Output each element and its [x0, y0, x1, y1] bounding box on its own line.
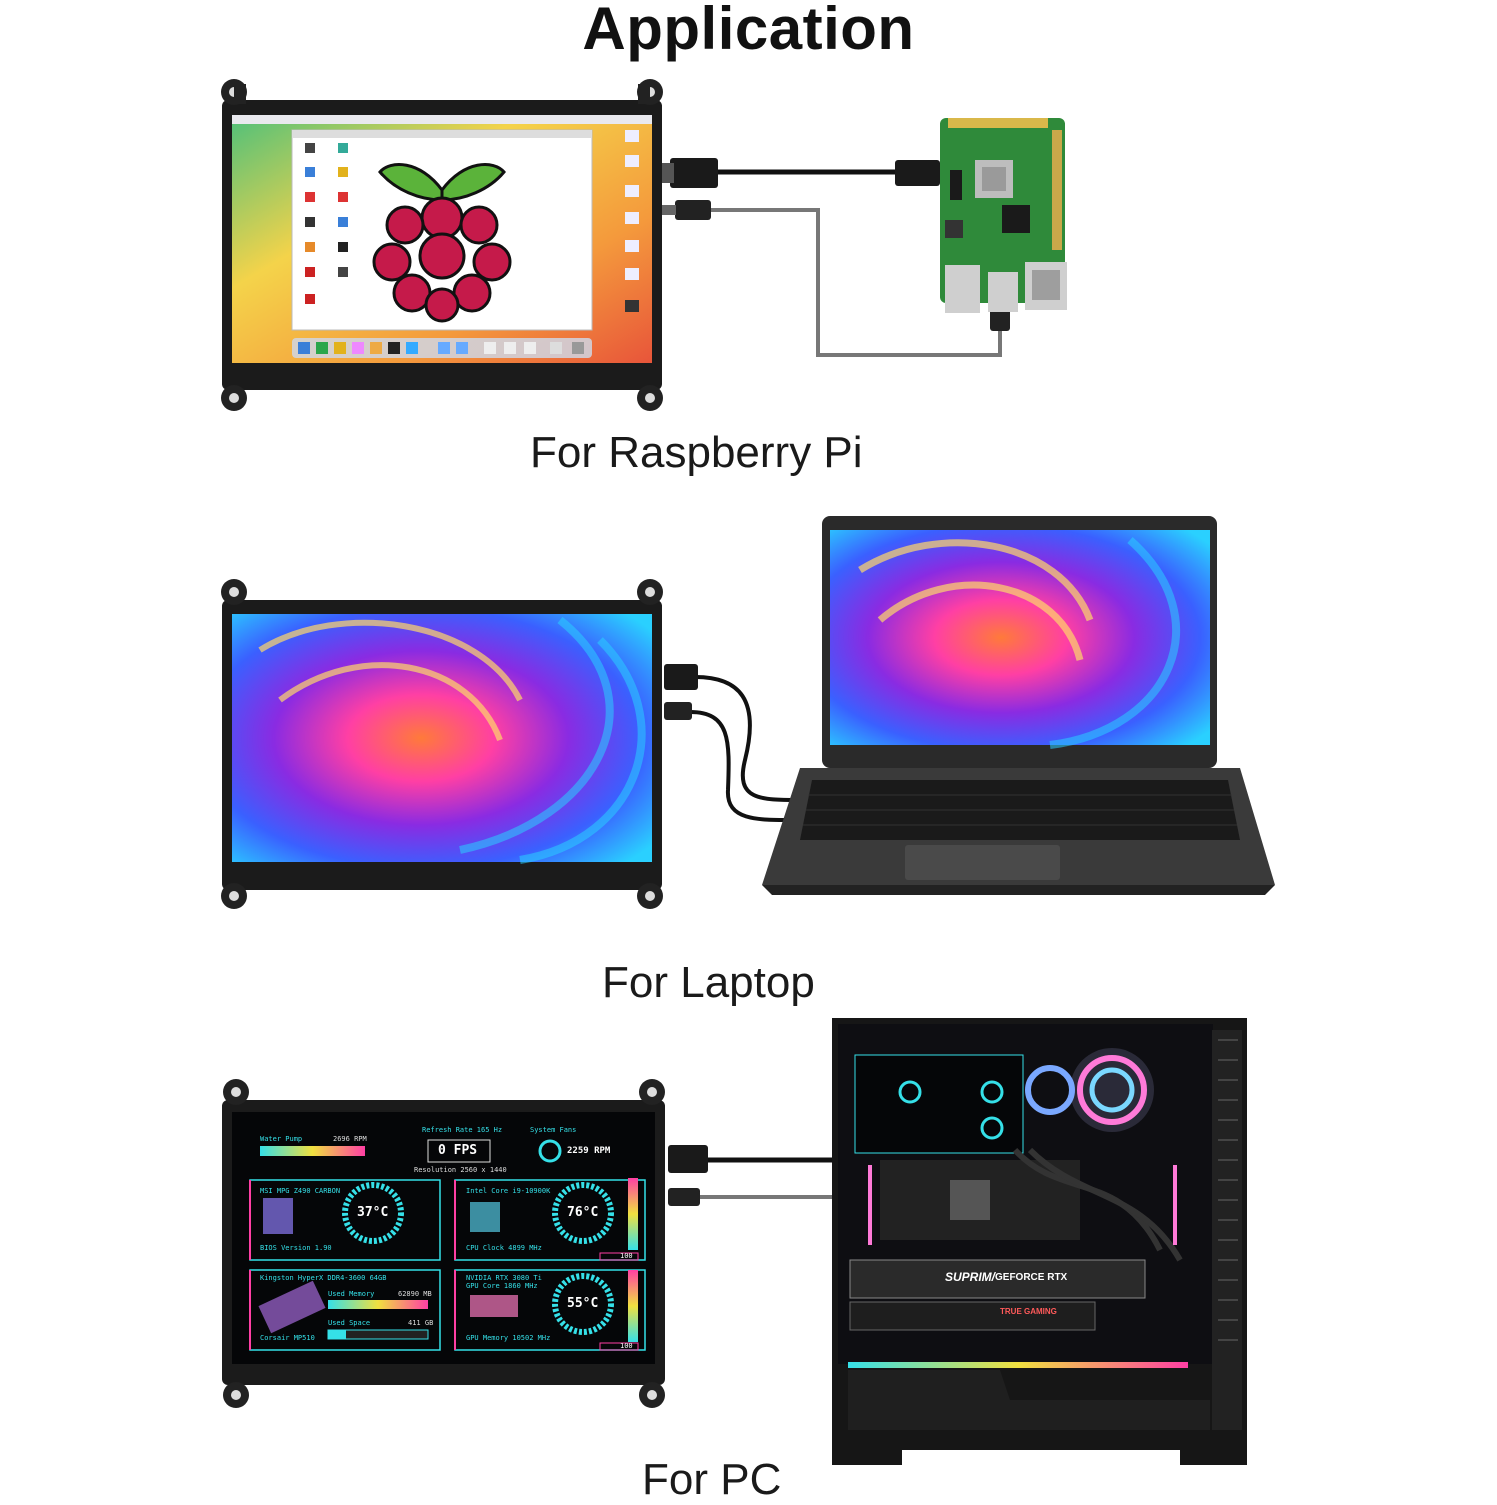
laptop — [762, 516, 1275, 895]
raspberry-logo — [372, 163, 512, 323]
caption-laptop: For Laptop — [602, 958, 815, 1007]
swirl-wallpaper — [232, 614, 652, 862]
usb-cable — [710, 208, 1002, 357]
caption-pc: For PC — [642, 1455, 782, 1504]
pc-case — [832, 1018, 1247, 1465]
page-title: Application — [582, 0, 915, 62]
pc-scene — [222, 1018, 1247, 1465]
laptop-scene — [221, 516, 1275, 909]
caption-raspberry: For Raspberry Pi — [530, 428, 863, 477]
raspberry-pi-scene — [221, 79, 1067, 411]
raspberry-pi-board — [940, 118, 1067, 313]
